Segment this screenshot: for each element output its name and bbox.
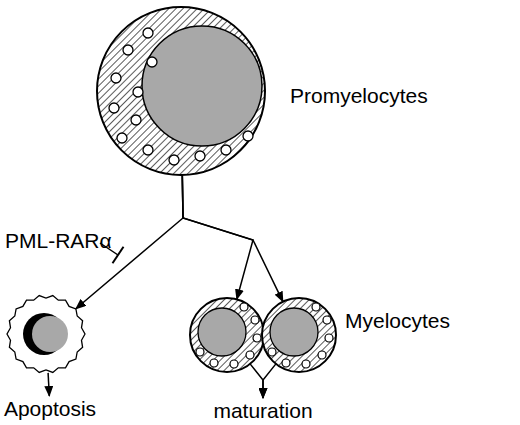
myelocyte-cell bbox=[262, 298, 336, 372]
cell-node: Promyelocytes bbox=[97, 7, 265, 175]
cell-node: Myelocytes bbox=[262, 298, 336, 372]
pathway-arrow bbox=[263, 364, 276, 398]
pathway-arrow bbox=[182, 175, 283, 302]
cell-node bbox=[190, 298, 264, 372]
pathway-arrow bbox=[182, 175, 253, 299]
apoptotic-cell bbox=[7, 296, 85, 373]
outcome-label: maturation bbox=[213, 398, 313, 424]
cell-stage-label: Promyelocytes bbox=[290, 83, 428, 109]
cell-stage-label: Myelocytes bbox=[345, 308, 450, 334]
promyelocyte-cell bbox=[97, 7, 265, 175]
cell-node bbox=[7, 295, 85, 373]
cell-stage-label: maturation bbox=[213, 398, 313, 424]
pathway-arrow bbox=[250, 364, 263, 398]
outcome-label: Apoptosis bbox=[0, 396, 100, 422]
myelocyte-cell bbox=[190, 298, 264, 372]
protein-label: PML-RARα bbox=[5, 228, 112, 254]
pathway-arrow bbox=[48, 373, 49, 396]
cell-stage-label: Apoptosis bbox=[0, 396, 100, 422]
